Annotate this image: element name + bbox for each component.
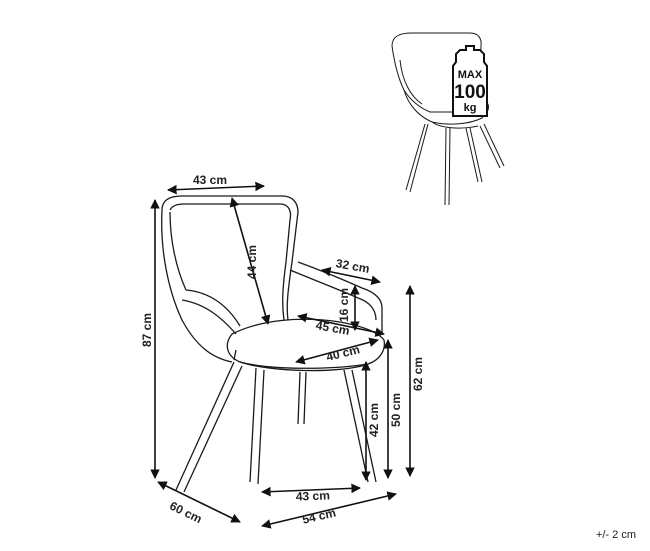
- label-seat-height-front: 50 cm: [389, 393, 403, 427]
- badge-line-max: MAX: [458, 69, 483, 81]
- max-weight-badge: MAX 100 kg: [452, 45, 488, 117]
- small-chair-illustration: [391, 32, 505, 206]
- label-total-depth: 60 cm: [167, 499, 204, 527]
- badge-line-value: 100: [454, 82, 486, 103]
- badge-line-unit: kg: [464, 102, 477, 114]
- label-seat-height: 42 cm: [367, 403, 381, 437]
- dimension-arrows: [150, 181, 415, 529]
- main-chair-illustration: [161, 195, 386, 493]
- label-back-height: 44 cm: [245, 245, 259, 279]
- label-armrest-height: 16 cm: [337, 288, 351, 322]
- label-total-width: 54 cm: [301, 505, 337, 526]
- dimension-labels: 43 cm 44 cm 32 cm 16 cm 45 cm 40 cm 87 c…: [140, 173, 425, 527]
- label-armrest-floor-height: 62 cm: [411, 357, 425, 391]
- label-total-height: 87 cm: [140, 313, 154, 347]
- label-seat-depth: 45 cm: [315, 318, 351, 338]
- label-base-width: 43 cm: [296, 488, 330, 503]
- label-armrest-length: 32 cm: [335, 256, 371, 276]
- label-seat-width: 40 cm: [325, 342, 361, 364]
- tolerance-note: +/- 2 cm: [595, 529, 636, 541]
- label-seat-back-width: 43 cm: [193, 173, 227, 187]
